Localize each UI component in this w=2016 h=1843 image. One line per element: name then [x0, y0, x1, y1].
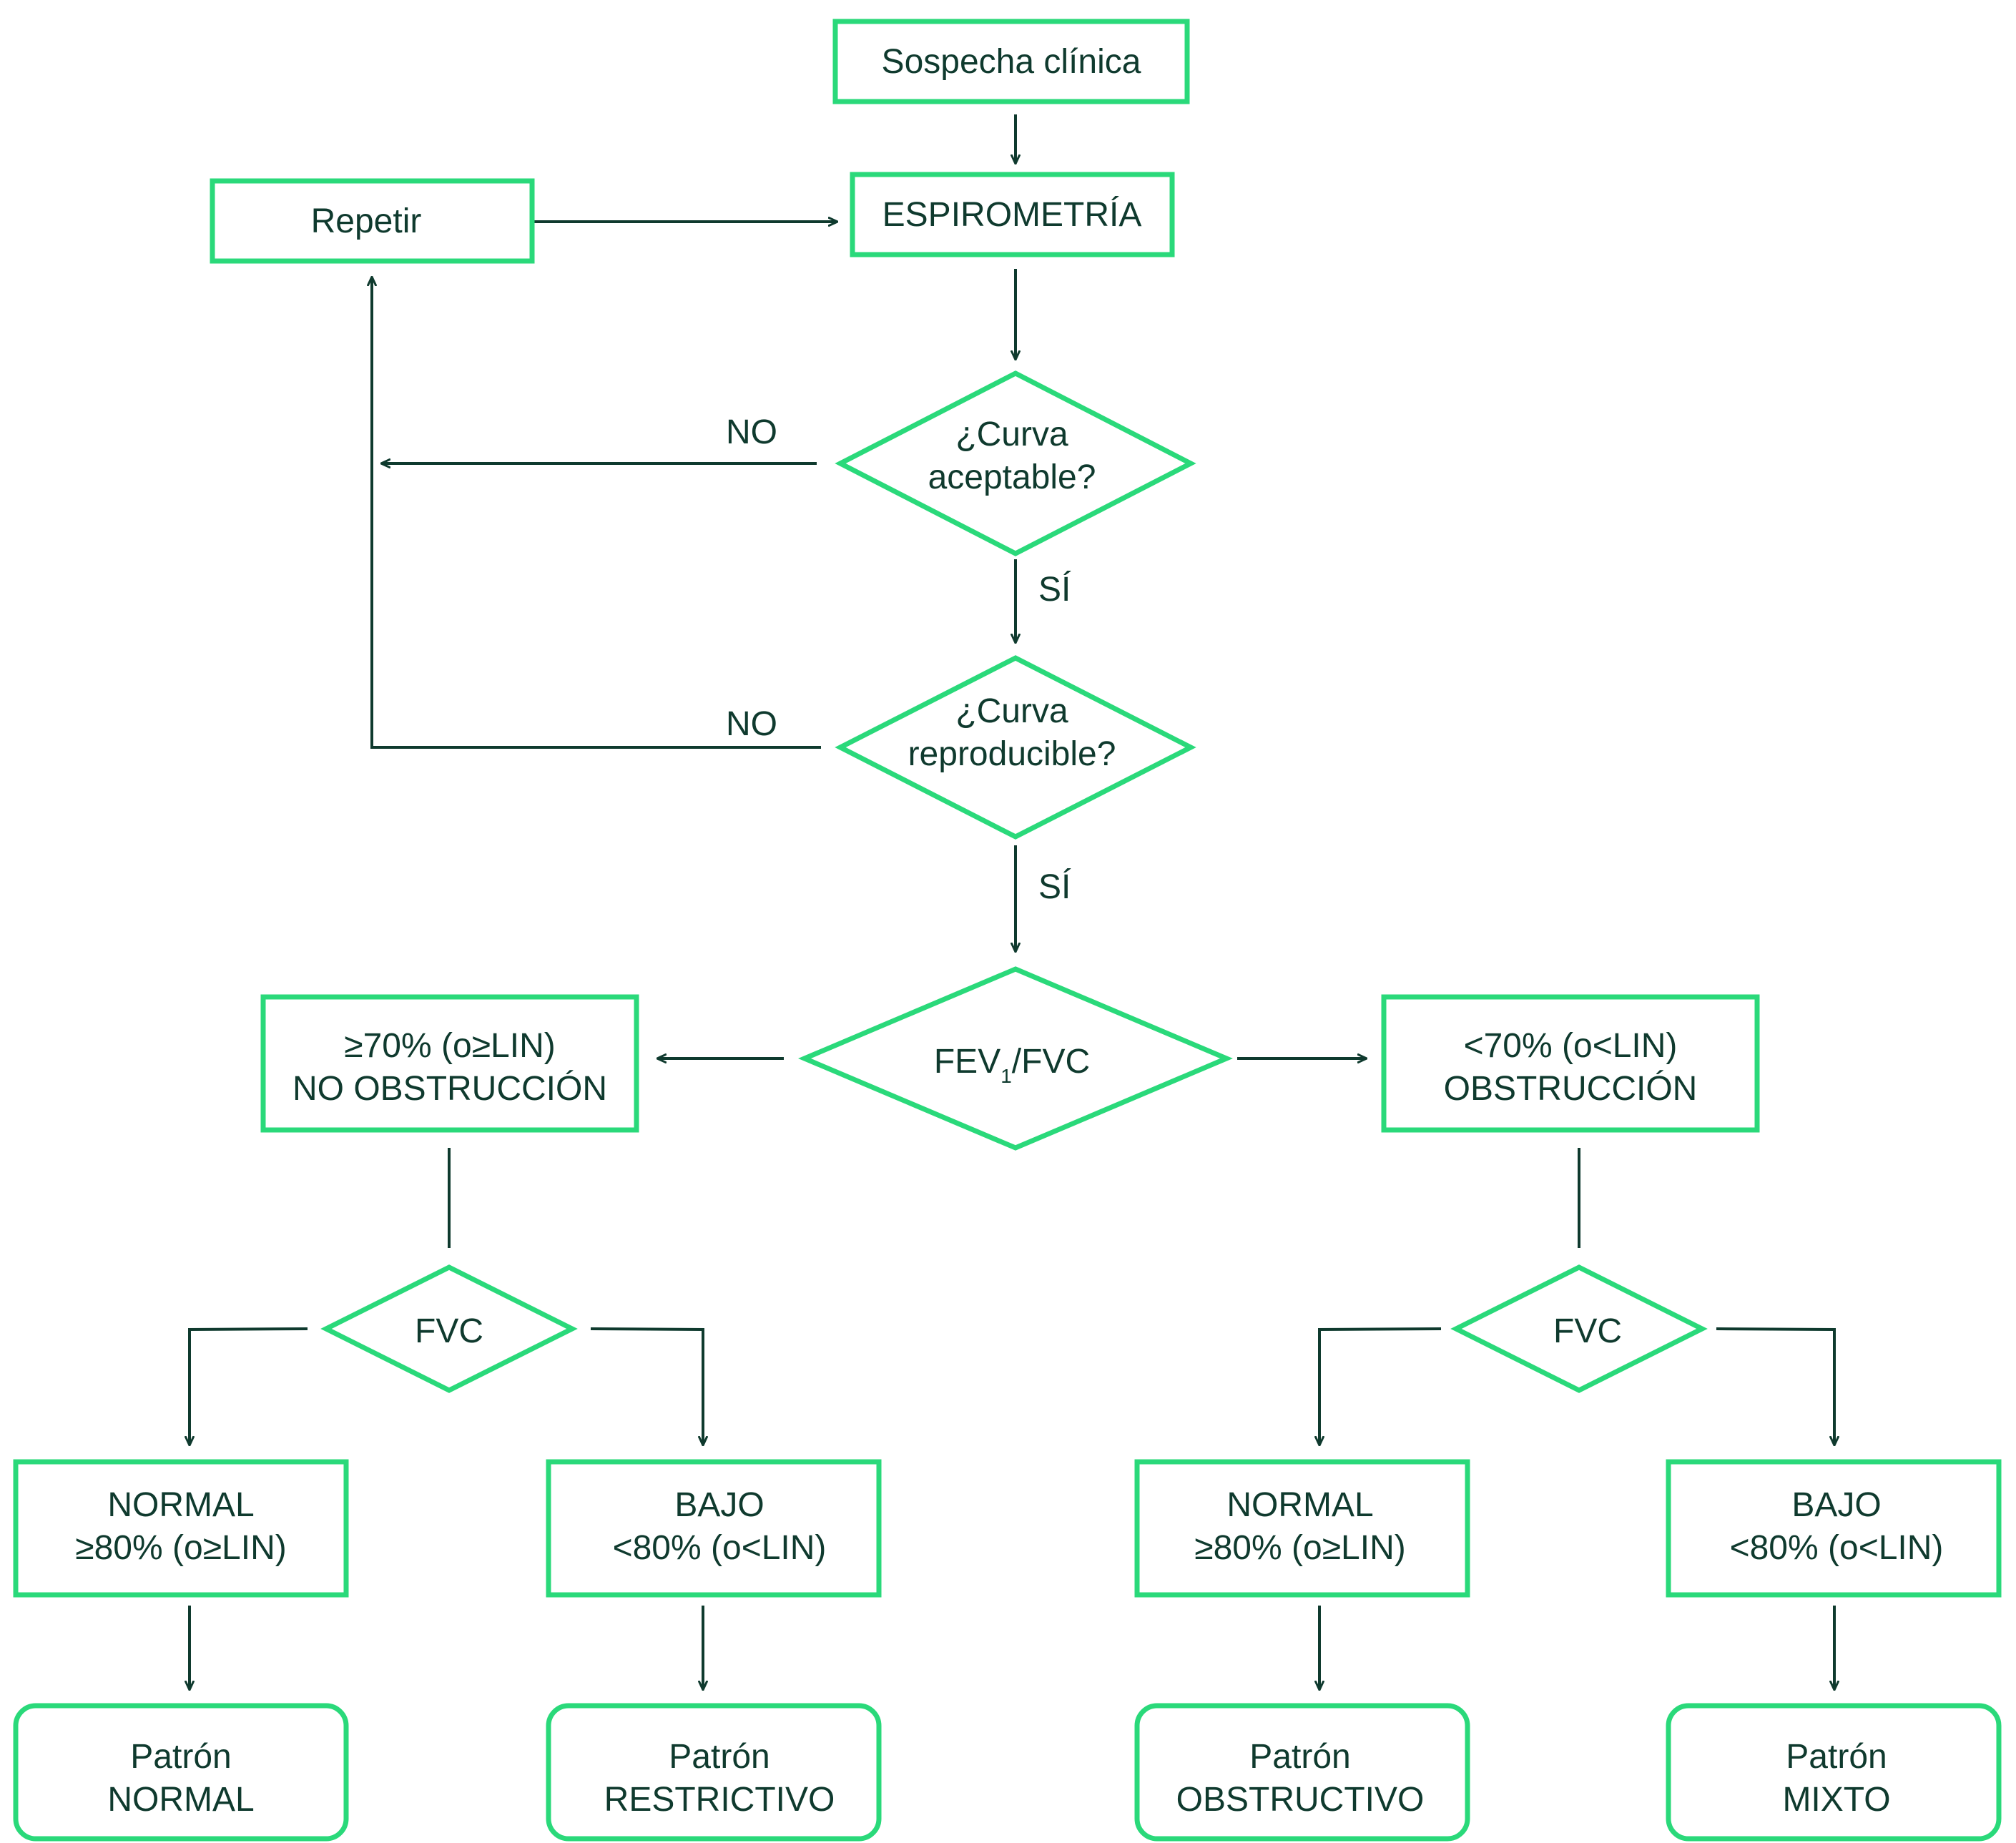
label-no-acceptable: NO: [726, 413, 777, 451]
pattern-obstructive-line-2: OBSTRUCTIVO: [1176, 1781, 1425, 1819]
pattern-normal-line-1: Patrón: [130, 1738, 231, 1776]
node-normal-left-line-1: NORMAL: [107, 1486, 254, 1524]
node-suspicion-label: Sospecha clínica: [882, 43, 1141, 81]
pattern-obstructive: Patrón OBSTRUCTIVO: [1134, 1703, 1470, 1842]
node-suspicion: Sospecha clínica: [832, 19, 1190, 104]
node-spirometry-label: ESPIROMETRÍA: [882, 196, 1142, 234]
arrow-fvc-right-to-low: [1716, 1327, 1834, 1445]
arrow-fvc-left-to-low: [590, 1327, 703, 1445]
pattern-normal: Patrón NORMAL: [13, 1703, 349, 1842]
pattern-obstructive-line-1: Patrón: [1249, 1738, 1350, 1776]
pattern-restrictive-line-2: RESTRICTIVO: [604, 1781, 835, 1819]
node-low-right-line-1: BAJO: [1791, 1486, 1881, 1524]
node-obstruction: <70% (o<LIN) OBSTRUCCIÓN: [1381, 994, 1760, 1133]
node-normal-left-line-2: ≥80% (o≥LIN): [75, 1529, 286, 1567]
node-normal-right-line-2: ≥80% (o≥LIN): [1194, 1529, 1405, 1567]
node-repeat: Repetir: [210, 178, 535, 264]
pattern-mixed: Patrón MIXTO: [1666, 1703, 2002, 1842]
decision-reproducible: ¿Curva reproducible?: [835, 655, 1196, 840]
label-yes-reproducible: SÍ: [1038, 868, 1071, 906]
node-low-right: BAJO <80% (o<LIN): [1666, 1459, 2002, 1598]
node-normal-right-line-1: NORMAL: [1226, 1486, 1373, 1524]
decision-reproducible-line-2: reproducible?: [908, 735, 1116, 773]
node-obstruction-line-2: OBSTRUCCIÓN: [1444, 1069, 1698, 1108]
decision-fvc-left: FVC: [320, 1264, 578, 1393]
arrow-fvc-right-to-normal: [1319, 1327, 1442, 1445]
connectors: [190, 114, 1834, 1689]
arrow-fvc-left-to-normal: [190, 1327, 308, 1445]
node-low-left-line-1: BAJO: [674, 1486, 764, 1524]
label-no-reproducible: NO: [726, 705, 777, 743]
node-no-obstruction-line-1: ≥70% (o≥LIN): [344, 1027, 555, 1065]
arrow-reproducible-no-to-repeat: [372, 277, 821, 749]
decision-acceptable: ¿Curva aceptable?: [835, 370, 1196, 556]
node-no-obstruction-line-2: NO OBSTRUCCIÓN: [292, 1069, 607, 1108]
fev-text: FEV: [934, 1043, 1000, 1081]
pattern-restrictive-line-1: Patrón: [669, 1738, 769, 1776]
fev-subscript: 1: [1000, 1065, 1012, 1087]
node-low-right-line-2: <80% (o<LIN): [1730, 1529, 1944, 1567]
node-no-obstruction: ≥70% (o≥LIN) NO OBSTRUCCIÓN: [260, 994, 639, 1133]
decision-fev1-fvc: FEV1/FVC: [798, 966, 1233, 1151]
node-normal-right: NORMAL ≥80% (o≥LIN): [1134, 1459, 1470, 1598]
decision-fev1-fvc-label: FEV1/FVC: [934, 1043, 1090, 1087]
node-obstruction-line-1: <70% (o<LIN): [1464, 1027, 1678, 1065]
node-low-left-line-2: <80% (o<LIN): [613, 1529, 827, 1567]
node-repeat-label: Repetir: [311, 202, 422, 240]
label-yes-acceptable: SÍ: [1038, 571, 1071, 609]
decision-fvc-left-label: FVC: [415, 1312, 483, 1350]
decision-acceptable-line-2: aceptable?: [928, 458, 1096, 496]
node-normal-left: NORMAL ≥80% (o≥LIN): [13, 1459, 349, 1598]
node-low-left: BAJO <80% (o<LIN): [546, 1459, 882, 1598]
decision-fvc-right-label: FVC: [1553, 1312, 1622, 1350]
decision-reproducible-line-1: ¿Curva: [955, 692, 1068, 730]
pattern-restrictive: Patrón RESTRICTIVO: [546, 1703, 882, 1842]
pattern-mixed-line-1: Patrón: [1786, 1738, 1887, 1776]
fvc-text: /FVC: [1012, 1043, 1090, 1081]
pattern-normal-line-2: NORMAL: [107, 1781, 254, 1819]
decision-fvc-right: FVC: [1450, 1264, 1708, 1393]
pattern-mixed-line-2: MIXTO: [1782, 1781, 1890, 1819]
node-spirometry: ESPIROMETRÍA: [850, 172, 1175, 257]
decision-acceptable-line-1: ¿Curva: [955, 416, 1068, 453]
